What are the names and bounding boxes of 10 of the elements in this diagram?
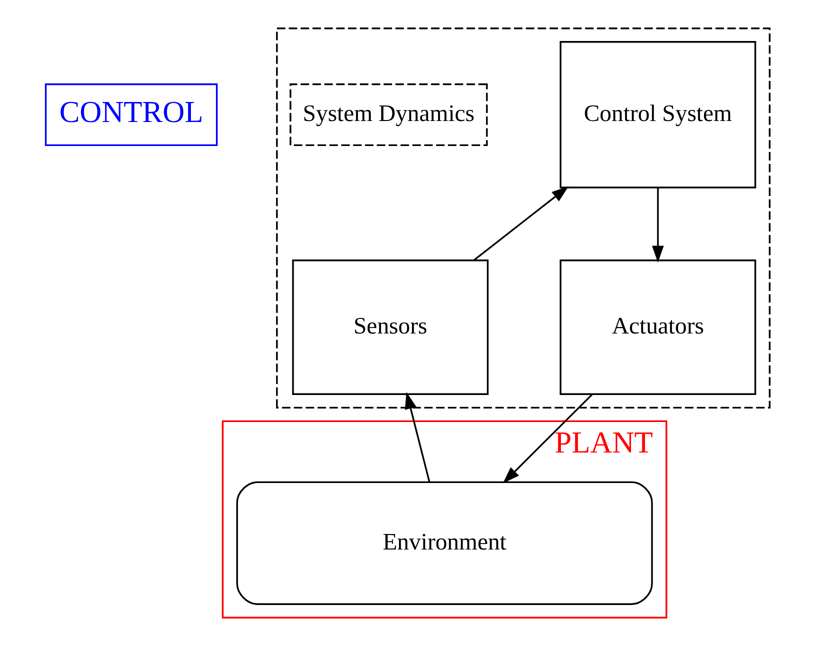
node-box: Control System bbox=[559, 41, 756, 188]
arrow bbox=[651, 188, 664, 263]
node-box: System Dynamics bbox=[289, 83, 488, 146]
node-box: Sensors bbox=[292, 260, 488, 395]
node-box: CONTROL bbox=[44, 83, 218, 146]
arrow bbox=[502, 394, 592, 484]
node-box: Environment bbox=[236, 481, 652, 605]
arrow bbox=[473, 186, 568, 261]
node-box: Actuators bbox=[559, 260, 756, 395]
arrow bbox=[404, 392, 430, 482]
